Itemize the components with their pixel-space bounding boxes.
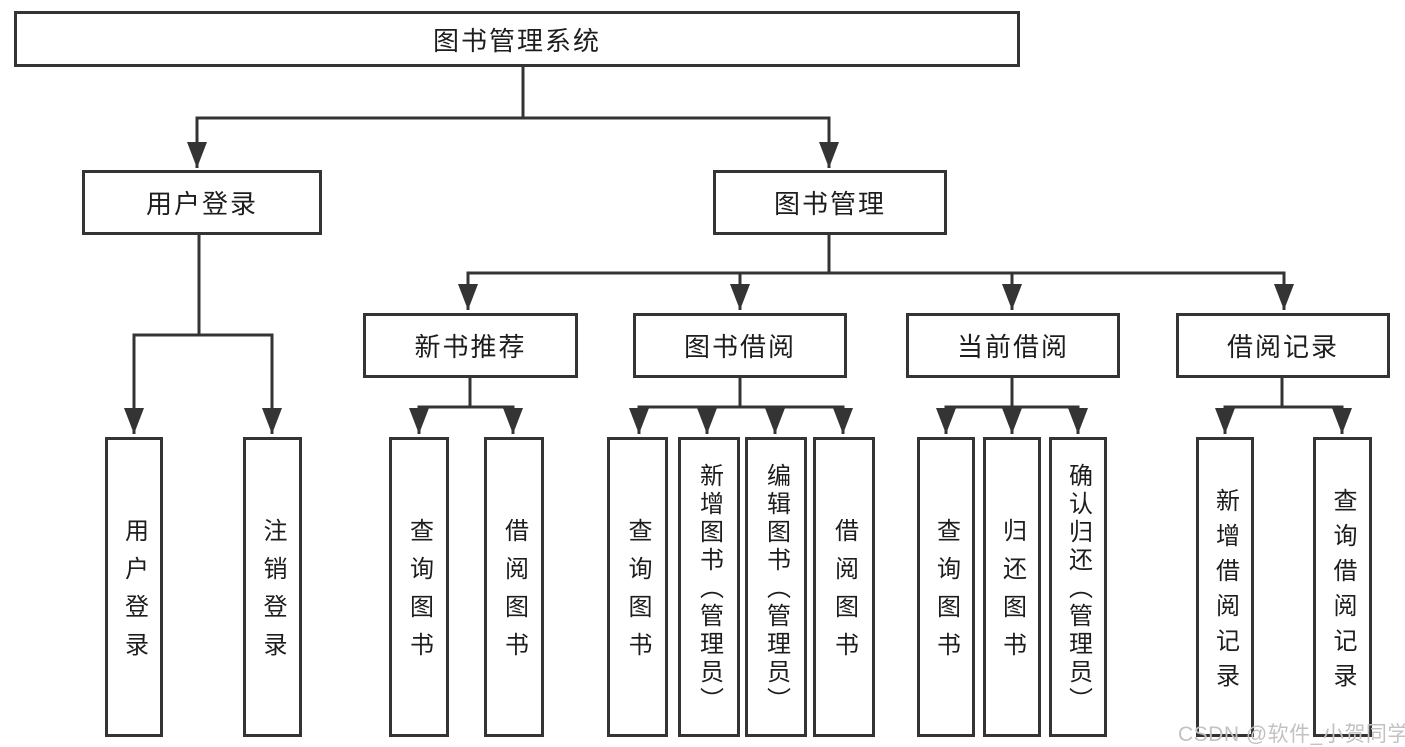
leaf-query-borrow-record: 查询借阅记录 — [1313, 437, 1372, 737]
leaf-current-query-books-label: 查询图书 — [932, 518, 960, 670]
leaf-logout: 注销登录 — [243, 437, 302, 737]
leaf-borrow-query-books-label: 查询图书 — [624, 518, 651, 670]
connector-arrows — [124, 118, 1352, 434]
leaf-edit-books-admin-label: 编辑图书（管理员） — [762, 463, 790, 715]
node-new-book-recommend-label: 新书推荐 — [414, 332, 527, 362]
leaf-return-books: 归还图书 — [983, 437, 1041, 737]
node-user-login-branch-label: 用户登录 — [145, 189, 258, 219]
node-new-book-recommend: 新书推荐 — [363, 313, 578, 378]
leaf-borrow-query-books: 查询图书 — [607, 437, 668, 737]
leaf-borrow-books: 借阅图书 — [813, 437, 875, 737]
leaf-user-login: 用户登录 — [105, 437, 163, 737]
leaf-query-borrow-record-label: 查询借阅记录 — [1329, 487, 1356, 698]
node-current-borrow-label: 当前借阅 — [956, 332, 1069, 362]
leaf-add-books-admin-label: 新增图书（管理员） — [695, 463, 723, 715]
leaf-edit-books-admin: 编辑图书（管理员） — [745, 437, 807, 737]
node-root-system: 图书管理系统 — [14, 11, 1020, 67]
node-borrow-records-label: 借阅记录 — [1226, 332, 1339, 362]
node-book-borrow: 图书借阅 — [633, 313, 847, 378]
leaf-current-query-books: 查询图书 — [917, 437, 975, 737]
leaf-recommend-borrow-books-label: 借阅图书 — [500, 518, 528, 670]
node-book-borrow-label: 图书借阅 — [683, 332, 796, 362]
leaf-borrow-books-label: 借阅图书 — [830, 518, 858, 670]
node-book-management-branch: 图书管理 — [713, 170, 947, 235]
node-book-management-branch-label: 图书管理 — [773, 189, 886, 219]
node-root-system-label: 图书管理系统 — [432, 25, 601, 56]
leaf-recommend-query-books: 查询图书 — [389, 437, 449, 737]
leaf-add-borrow-record-label: 新增借阅记录 — [1211, 487, 1239, 698]
leaf-recommend-borrow-books: 借阅图书 — [484, 437, 544, 737]
leaf-logout-label: 注销登录 — [259, 518, 286, 670]
leaf-return-books-label: 归还图书 — [998, 518, 1026, 670]
leaf-confirm-return-admin: 确认归还（管理员） — [1049, 437, 1107, 737]
node-borrow-records: 借阅记录 — [1176, 313, 1390, 378]
leaf-confirm-return-admin-label: 确认归还（管理员） — [1064, 463, 1092, 715]
csdn-watermark: CSDN @软件_小贺同学 — [1178, 723, 1405, 746]
leaf-add-books-admin: 新增图书（管理员） — [678, 437, 740, 737]
node-current-borrow: 当前借阅 — [906, 313, 1120, 378]
leaf-recommend-query-books-label: 查询图书 — [405, 518, 433, 670]
leaf-add-borrow-record: 新增借阅记录 — [1196, 437, 1254, 737]
node-user-login-branch: 用户登录 — [82, 170, 322, 235]
connector-trunk-lines — [132, 65, 1344, 409]
leaf-user-login-label: 用户登录 — [120, 518, 148, 670]
